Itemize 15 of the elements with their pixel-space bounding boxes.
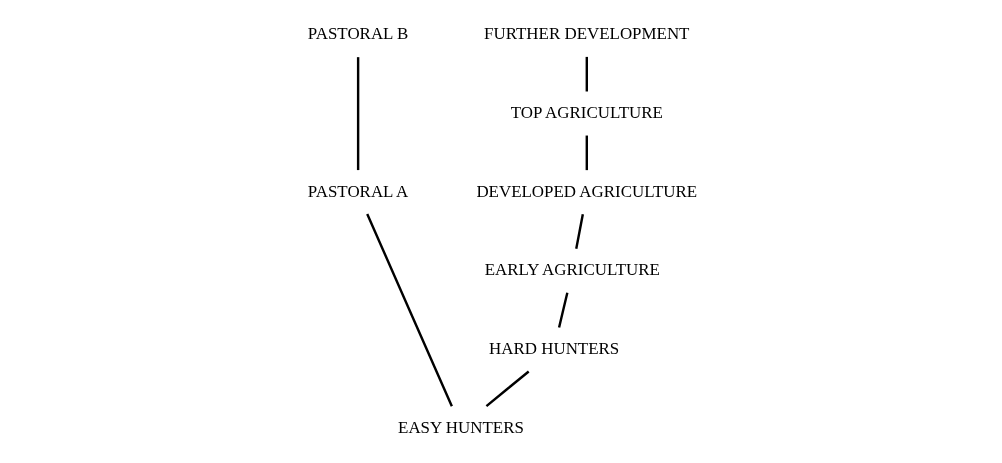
connector (585, 135, 588, 171)
node-text: FURTHER DEVELOPMENT (483, 24, 689, 44)
node-text: PASTORAL B (307, 24, 408, 44)
node-text: HARD HUNTERS (488, 338, 619, 358)
node-text: DEVELOPED AGRICULTURE (475, 181, 697, 201)
connector (557, 292, 568, 328)
connector (485, 370, 529, 407)
connector (574, 213, 584, 249)
node-text: EARLY AGRICULTURE (484, 260, 660, 280)
node-text: EASY HUNTERS (397, 417, 524, 437)
connector (585, 56, 588, 92)
connector (356, 57, 359, 171)
connector (365, 213, 453, 407)
node-text: TOP AGRICULTURE (510, 103, 663, 123)
node-text: PASTORAL A (307, 181, 408, 201)
